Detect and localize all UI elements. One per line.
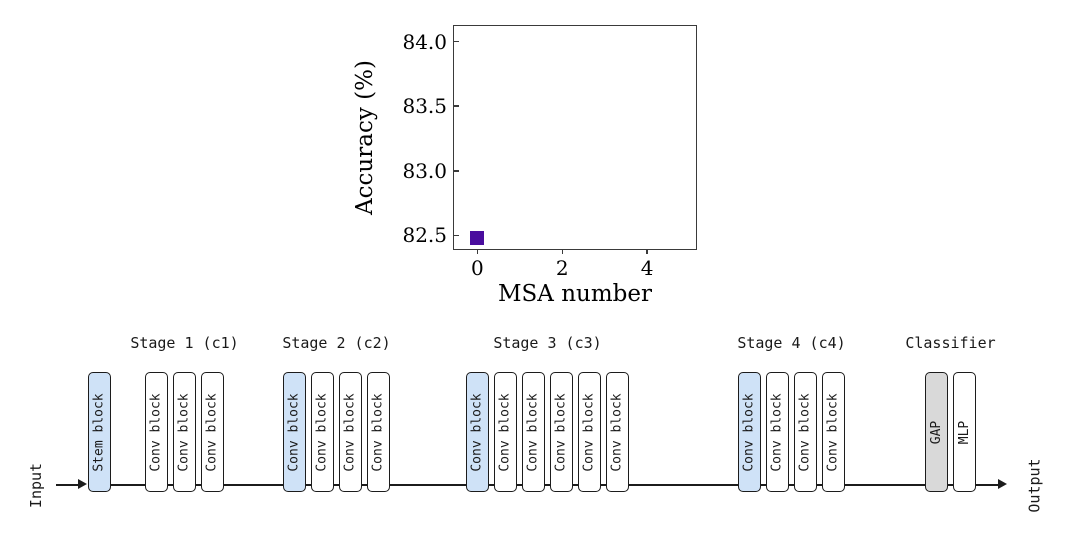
output-arrow-line: [976, 484, 998, 486]
pipeline-block-label: Conv block: [770, 392, 785, 472]
block-pipeline: Stem block Conv block Conv block Conv block…: [0, 372, 1080, 513]
pipeline-block-label: Conv block: [554, 392, 569, 472]
plot-area: 82.5 83.0 83.5 84.0 0 2 4: [402, 25, 697, 278]
pipeline-block-label: Conv block: [371, 392, 386, 472]
pipeline-block[interactable]: Conv block: [738, 372, 761, 492]
stage-header-label: Stage 1 (c1): [130, 334, 239, 352]
pipeline-block-label: Conv block: [343, 392, 358, 472]
stage-header-label: Stage 2 (c2): [282, 334, 391, 352]
pipeline-block-label: Conv block: [498, 392, 513, 472]
block-connector: [545, 484, 550, 486]
pipeline-block-label: Conv block: [287, 392, 302, 472]
accuracy-vs-msa-chart: 82.5 83.0 83.5 84.0 0 2 4 Accuracy (%) MSA num…: [352, 25, 697, 307]
block-connector: [224, 484, 283, 486]
block-connector: [573, 484, 578, 486]
x-axis-tick-mark: [646, 249, 648, 254]
pipeline-block-label: Conv block: [798, 392, 813, 472]
block-connector: [629, 484, 738, 486]
pipeline-block[interactable]: GAP: [925, 372, 948, 492]
y-axis-tick-label: 82.5: [402, 223, 447, 248]
pipeline-block-label: GAP: [929, 420, 945, 444]
pipeline-block-label: MLP: [957, 420, 973, 444]
pipeline-block[interactable]: Stem block: [88, 372, 111, 492]
block-connector: [948, 484, 953, 486]
input-label: Input: [27, 462, 46, 509]
x-axis-tick-label: 4: [640, 256, 654, 280]
pipeline-block[interactable]: Conv block: [145, 372, 168, 492]
block-connector: [168, 484, 173, 486]
pipeline-block-label: Conv block: [826, 392, 841, 472]
pipeline-block[interactable]: Conv block: [201, 372, 224, 492]
block-connector: [845, 484, 925, 486]
pipeline-block-label: Conv block: [742, 392, 757, 472]
input-arrow-head: [78, 479, 87, 489]
pipeline-block[interactable]: Conv block: [494, 372, 517, 492]
pipeline-block[interactable]: Conv block: [578, 372, 601, 492]
stage-header-label: Stage 3 (c3): [493, 334, 602, 352]
block-connector: [111, 484, 145, 486]
output-arrow-head: [998, 479, 1007, 489]
y-axis-tick-mark: [454, 170, 459, 172]
stage-header-label: Stage 4 (c4): [737, 334, 846, 352]
block-connector: [390, 484, 466, 486]
pipeline-block[interactable]: Conv block: [794, 372, 817, 492]
pipeline-block-label: Conv block: [610, 392, 625, 472]
block-connector: [517, 484, 522, 486]
pipeline-block[interactable]: Conv block: [311, 372, 334, 492]
pipeline-block-label: Conv block: [315, 392, 330, 472]
output-label: Output: [1025, 458, 1044, 513]
block-connector: [789, 484, 794, 486]
pipeline-block[interactable]: Conv block: [367, 372, 390, 492]
data-point-marker: [470, 231, 485, 246]
y-axis-tick-label: 83.5: [402, 94, 447, 119]
block-connector: [761, 484, 766, 486]
y-axis-tick-mark: [454, 234, 459, 237]
pipeline-block-label: Conv block: [177, 392, 192, 472]
pipeline-block-label: Conv block: [526, 392, 541, 472]
y-axis-tick-label: 84.0: [402, 29, 447, 54]
pipeline-block-label: Conv block: [470, 392, 485, 472]
pipeline-block[interactable]: Conv block: [283, 372, 306, 492]
pipeline-block[interactable]: Conv block: [466, 372, 489, 492]
pipeline-block[interactable]: Conv block: [173, 372, 196, 492]
pipeline-block-label: Conv block: [205, 392, 220, 472]
y-axis-tick-mark: [454, 40, 459, 43]
pipeline-block[interactable]: Conv block: [606, 372, 629, 492]
pipeline-block[interactable]: MLP: [953, 372, 976, 492]
pipeline-block[interactable]: Conv block: [339, 372, 362, 492]
block-connector: [196, 484, 201, 486]
input-arrow-line: [56, 484, 78, 486]
pipeline-block[interactable]: Conv block: [766, 372, 789, 492]
block-connector: [817, 484, 822, 486]
x-axis-tick-label: 2: [555, 256, 569, 280]
block-connector: [601, 484, 606, 486]
block-connector: [334, 484, 339, 486]
block-connector: [489, 484, 494, 486]
x-axis-tick-mark: [476, 249, 479, 254]
stage-header-label: Classifier: [905, 334, 996, 352]
pipeline-block[interactable]: Conv block: [522, 372, 545, 492]
network-architecture-diagram: Stage 1 (c1) Stage 2 (c2) Stage 3 (c3) Stag…: [0, 320, 1080, 540]
pipeline-block[interactable]: Conv block: [822, 372, 845, 492]
y-axis-tick-label: 83.0: [402, 158, 447, 183]
x-axis-tick-mark: [561, 249, 563, 254]
pipeline-block-label: Stem block: [92, 392, 107, 472]
block-connector: [306, 484, 311, 486]
pipeline-block[interactable]: Conv block: [550, 372, 573, 492]
block-connector: [362, 484, 367, 486]
y-axis-tick-mark: [454, 105, 459, 107]
y-axis-label: Accuracy (%): [352, 60, 378, 215]
x-axis-tick-label: 0: [470, 256, 484, 280]
stage-header-row: Stage 1 (c1) Stage 2 (c2) Stage 3 (c3) Stag…: [0, 334, 1080, 358]
x-axis-label: MSA number: [498, 281, 652, 307]
pipeline-block-label: Conv block: [149, 392, 164, 472]
pipeline-block-label: Conv block: [582, 392, 597, 472]
